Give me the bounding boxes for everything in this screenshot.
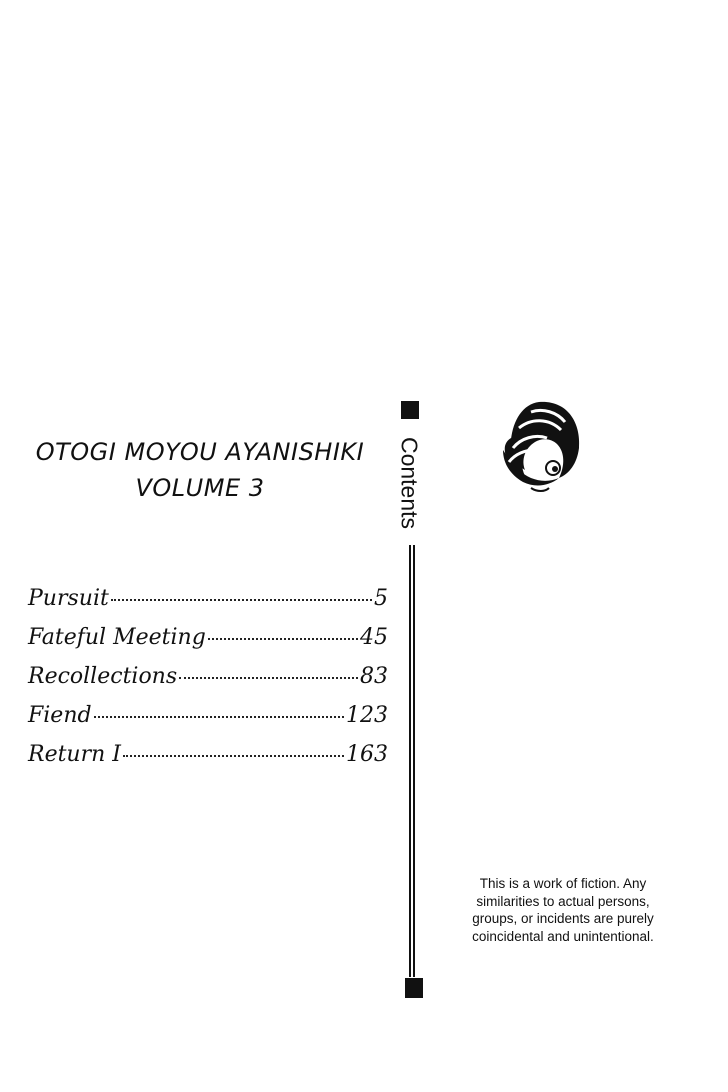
contents-rule-top-square bbox=[401, 401, 419, 419]
fiction-disclaimer: This is a work of fiction. Any similarit… bbox=[472, 876, 654, 944]
toc-entry-return-i: Return I 163 bbox=[28, 742, 388, 781]
toc-entry-page: 5 bbox=[374, 586, 388, 611]
swirl-face-logo-icon bbox=[495, 398, 585, 496]
contents-rule-line bbox=[409, 545, 411, 977]
contents-heading-text: Contents bbox=[396, 436, 423, 530]
contents-rule-bottom-square bbox=[405, 978, 423, 998]
table-of-contents: Pursuit 5 Fateful Meeting 45 Recollectio… bbox=[28, 586, 388, 781]
toc-leader-dots bbox=[207, 638, 358, 640]
toc-leader-dots bbox=[122, 755, 344, 757]
contents-heading: Contents bbox=[386, 424, 432, 542]
toc-leader-dots bbox=[93, 716, 344, 718]
toc-entry-pursuit: Pursuit 5 bbox=[28, 586, 388, 625]
toc-entry-title: Recollections bbox=[28, 664, 178, 689]
toc-entry-title: Pursuit bbox=[28, 586, 109, 611]
contents-rule-line bbox=[413, 545, 415, 977]
book-title-line1: OTOGI MOYOU AYANISHIKI bbox=[35, 438, 365, 466]
toc-entry-title: Fiend bbox=[28, 703, 92, 728]
toc-entry-fateful-meeting: Fateful Meeting 45 bbox=[28, 625, 388, 664]
toc-leader-dots bbox=[110, 599, 372, 601]
toc-entry-title: Fateful Meeting bbox=[28, 625, 206, 650]
toc-entry-page: 123 bbox=[346, 703, 388, 728]
toc-entry-recollections: Recollections 83 bbox=[28, 664, 388, 703]
toc-entry-page: 45 bbox=[360, 625, 388, 650]
toc-entry-fiend: Fiend 123 bbox=[28, 703, 388, 742]
toc-leader-dots bbox=[179, 677, 358, 679]
toc-entry-page: 163 bbox=[346, 742, 388, 767]
book-title-volume: VOLUME 3 bbox=[135, 474, 265, 502]
toc-entry-page: 83 bbox=[360, 664, 388, 689]
toc-entry-title: Return I bbox=[28, 742, 121, 767]
